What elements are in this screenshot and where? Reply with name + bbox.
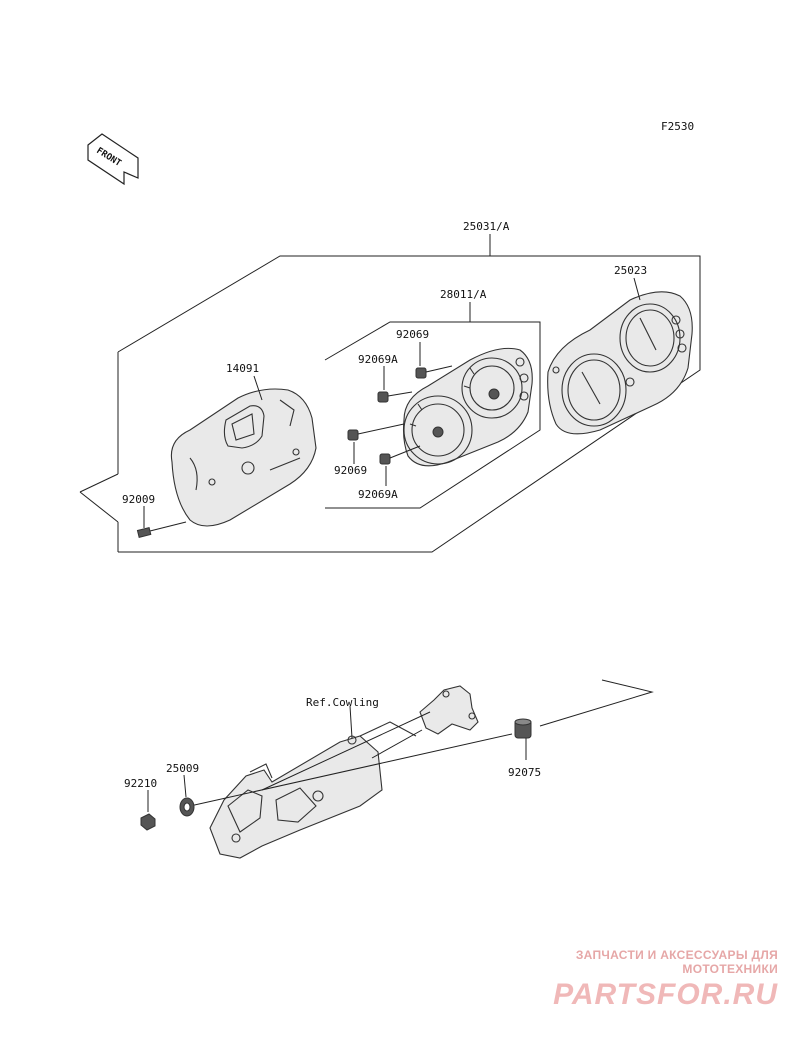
washer-part	[179, 797, 195, 817]
meter-unit-boundary	[324, 302, 541, 509]
label-meter-assy: 25031/A	[463, 220, 510, 233]
cowling-bracket-part	[419, 685, 479, 735]
label-grommet-a1: 92069	[396, 328, 429, 341]
meter-unit-part	[402, 347, 533, 467]
watermark-tagline: ЗАПЧАСТИ И АКСЕССУАРЫ ДЛЯ МОТОТЕХНИКИ	[575, 948, 778, 976]
grommet-a2	[377, 391, 389, 403]
grommet-b1	[347, 429, 359, 441]
meter-cover-part	[547, 291, 693, 435]
label-ref-cowling: Ref.Cowling	[306, 696, 379, 709]
label-washer: 25009	[166, 762, 199, 775]
label-screw: 92009	[122, 493, 155, 506]
label-meter-case: 14091	[226, 362, 259, 375]
label-damper: 92075	[508, 766, 541, 779]
label-grommet-b1: 92069	[334, 464, 367, 477]
screw-part	[136, 521, 187, 538]
meter-case-part	[170, 388, 317, 527]
label-grommet-a2: 92069A	[358, 353, 398, 366]
nut-part	[140, 813, 156, 831]
grommet-b2	[379, 453, 391, 465]
damper-part	[514, 718, 532, 739]
label-meter-cover: 25023	[614, 264, 647, 277]
meter-assembly-boundary	[79, 234, 701, 553]
figure-code: F2530	[661, 120, 694, 133]
label-nut: 92210	[124, 777, 157, 790]
label-grommet-b2: 92069A	[358, 488, 398, 501]
meter-bracket-part	[209, 721, 417, 859]
watermark-logo: PARTSFOR.RU	[553, 978, 778, 1011]
grommets	[347, 365, 453, 465]
watermark: ЗАПЧАСТИ И АКСЕССУАРЫ ДЛЯ МОТОТЕХНИКИ PA…	[478, 948, 778, 1012]
label-meter-unit: 28011/A	[440, 288, 487, 301]
grommet-a1	[415, 367, 427, 379]
front-arrow-icon: FRONT	[87, 133, 139, 186]
